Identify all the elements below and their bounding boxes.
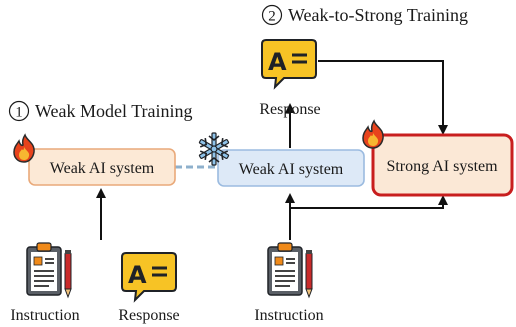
fire-icon <box>362 120 384 149</box>
svg-text:Weak AI system: Weak AI system <box>50 160 155 177</box>
response-bubble-icon <box>260 38 318 89</box>
clipboard-icon <box>267 242 313 298</box>
stage1-heading: 1 Weak Model Training <box>8 100 193 122</box>
svg-text:Weak-to-Strong Training: Weak-to-Strong Training <box>288 5 468 25</box>
weak-ai-box-left: Weak AI system <box>28 148 176 186</box>
snowflake-icon <box>198 132 230 166</box>
stage2-heading: 2 Weak-to-Strong Training <box>261 4 468 26</box>
svg-text:1: 1 <box>15 105 23 121</box>
svg-text:Strong AI system: Strong AI system <box>386 158 498 175</box>
label-instruction-left: Instruction <box>10 307 79 324</box>
fire-icon <box>13 134 35 163</box>
label-response-bottom: Response <box>118 307 179 324</box>
weak-ai-box-frozen: Weak AI system <box>217 149 365 187</box>
svg-text:2: 2 <box>268 9 276 25</box>
connector-lines <box>96 60 448 240</box>
response-bubble-icon <box>120 251 178 302</box>
clipboard-icon <box>26 242 72 298</box>
svg-text:Weak AI system: Weak AI system <box>239 161 344 178</box>
strong-ai-box: Strong AI system <box>371 133 514 197</box>
svg-text:Weak Model Training: Weak Model Training <box>35 101 193 121</box>
label-instruction-right: Instruction <box>254 307 323 324</box>
label-response-top: Response <box>259 101 320 118</box>
